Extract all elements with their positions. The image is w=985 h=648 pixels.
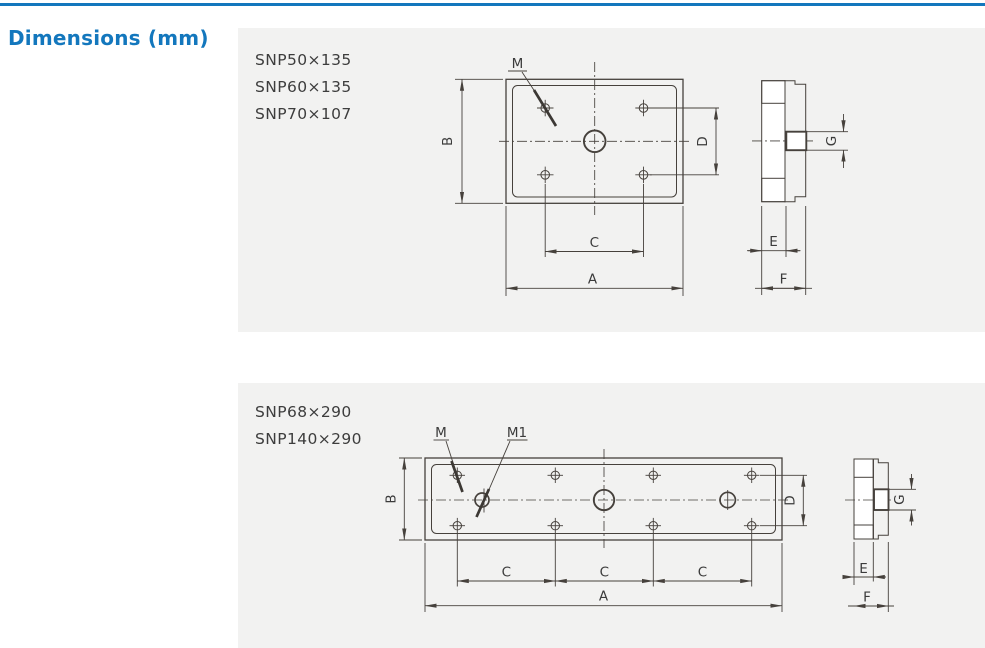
- callout-m-label: M: [435, 425, 447, 441]
- thread-port-G: [873, 488, 890, 511]
- dim-A-label: A: [599, 589, 609, 605]
- dim-C: C: [544, 184, 644, 257]
- dim-C-label: C: [600, 565, 609, 581]
- model-label: SNP70×107: [255, 105, 352, 123]
- plate-cross-section: [784, 80, 807, 203]
- dim-F: F: [848, 542, 894, 612]
- dim-C-label: C: [502, 565, 511, 581]
- dim-G: G: [807, 114, 848, 168]
- callout-m1: M1: [475, 425, 528, 518]
- dim-D-label: D: [783, 495, 799, 505]
- dim-E-label: E: [859, 561, 868, 577]
- dim-B-label: B: [440, 137, 456, 146]
- callout-m: M: [508, 56, 558, 127]
- mounting-holes: [449, 467, 760, 534]
- accent-top-rule: [0, 3, 985, 6]
- plate-front-view-long: M M1 B D: [384, 425, 807, 612]
- callout-m1-label: M1: [507, 425, 527, 441]
- dim-G-label: G: [892, 494, 908, 504]
- dim-D: D: [760, 474, 807, 527]
- dim-C-row: C C C: [456, 534, 753, 587]
- pad-body: [853, 458, 874, 540]
- thread-port-G: [785, 130, 808, 152]
- dim-F: F: [755, 206, 812, 295]
- dim-G-label: G: [824, 136, 840, 146]
- plate-front-view-small: M B D C A: [440, 56, 719, 296]
- plate-outline: [424, 457, 783, 541]
- dim-B-label: B: [384, 494, 400, 503]
- dim-E-label: E: [769, 234, 778, 250]
- plate-outline: [505, 78, 684, 204]
- dim-B: B: [384, 457, 422, 541]
- callout-m-label: M: [512, 56, 524, 72]
- dim-A: A: [424, 543, 783, 612]
- dim-D: D: [650, 107, 719, 176]
- center-port-hole: [582, 129, 607, 154]
- plate-inner-edge: [431, 464, 776, 534]
- plate-side-view-long: G E F: [842, 458, 916, 612]
- dim-E: E: [842, 542, 886, 585]
- model-label: SNP140×290: [255, 430, 362, 448]
- callout-m: M: [433, 425, 464, 493]
- dim-C-label: C: [590, 235, 599, 251]
- dim-G: G: [889, 474, 916, 526]
- plate-cross-section: [872, 458, 889, 540]
- dim-C-label: C: [698, 565, 707, 581]
- dim-E: E: [747, 206, 801, 295]
- model-list: SNP68×290 SNP140×290: [255, 399, 362, 453]
- plate-side-view-small: G E F: [747, 80, 848, 295]
- model-label: SNP60×135: [255, 78, 352, 96]
- dim-F-label: F: [863, 590, 871, 606]
- dim-D-label: D: [695, 136, 711, 146]
- dim-F-label: F: [780, 272, 788, 288]
- model-label: SNP50×135: [255, 51, 352, 69]
- plate-inner-edge: [512, 85, 677, 198]
- dim-B: B: [440, 78, 503, 204]
- dim-A-label: A: [588, 272, 598, 288]
- model-label: SNP68×290: [255, 403, 352, 421]
- model-list: SNP50×135 SNP60×135 SNP70×107: [255, 47, 352, 128]
- dim-A: A: [505, 206, 684, 296]
- center-port-hole: [592, 488, 616, 512]
- page-title: Dimensions (mm): [8, 26, 209, 50]
